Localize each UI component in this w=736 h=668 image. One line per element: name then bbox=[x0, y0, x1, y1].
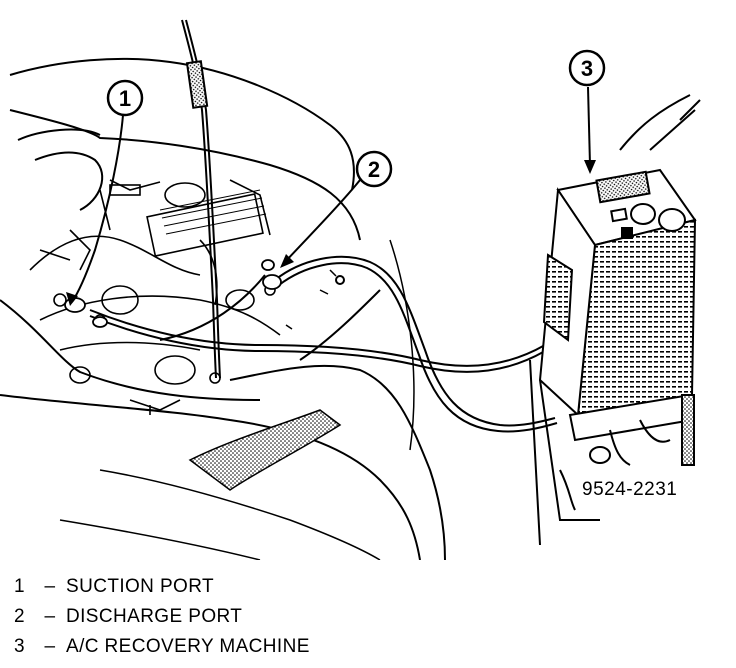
legend-item-1: 1 – SUCTION PORT bbox=[14, 572, 714, 602]
legend-item-dash: – bbox=[44, 636, 56, 657]
legend-item-3: 3 – A/C RECOVERY MACHINE bbox=[14, 632, 714, 662]
callout-3-number: 3 bbox=[581, 56, 593, 81]
discharge-port-fitting bbox=[261, 259, 282, 290]
legend: 1 – SUCTION PORT 2 – DISCHARGE PORT 3 – … bbox=[14, 572, 714, 662]
engine-compartment bbox=[0, 57, 446, 560]
callout-3-arrowhead bbox=[584, 160, 596, 174]
ac-recovery-machine bbox=[529, 94, 701, 546]
callout-1: 1 bbox=[66, 79, 144, 306]
legend-item-label: DISCHARGE PORT bbox=[66, 606, 243, 627]
callout-2-leader bbox=[284, 179, 361, 263]
callout-2-circle bbox=[355, 150, 393, 188]
callout-1-number: 1 bbox=[119, 86, 131, 111]
figure-id-label: 9524-2231 bbox=[580, 479, 680, 501]
legend-item-number: 1 bbox=[14, 576, 25, 597]
callout-1-circle bbox=[106, 79, 144, 117]
service-hoses bbox=[89, 255, 558, 433]
hood-prop-rod bbox=[181, 19, 221, 379]
callout-3-circle bbox=[568, 49, 606, 87]
callout-1-leader bbox=[71, 114, 124, 303]
callout-1-arrowhead bbox=[66, 292, 78, 306]
legend-item-number: 2 bbox=[14, 606, 25, 627]
callout-2-arrowhead bbox=[280, 254, 294, 268]
legend-item-dash: – bbox=[44, 576, 56, 597]
legend-item-dash: – bbox=[44, 606, 56, 627]
callout-2-number: 2 bbox=[368, 157, 380, 182]
legend-item-label: SUCTION PORT bbox=[66, 576, 215, 597]
callout-3: 3 bbox=[568, 49, 606, 174]
legend-item-number: 3 bbox=[14, 636, 25, 657]
callout-3-leader bbox=[587, 86, 591, 166]
legend-item-2: 2 – DISCHARGE PORT bbox=[14, 602, 714, 632]
line-art-illustration: 1 2 3 bbox=[0, 19, 701, 560]
callout-2: 2 bbox=[280, 150, 393, 268]
engine bbox=[29, 179, 281, 415]
legend-item-label: A/C RECOVERY MACHINE bbox=[66, 636, 310, 657]
